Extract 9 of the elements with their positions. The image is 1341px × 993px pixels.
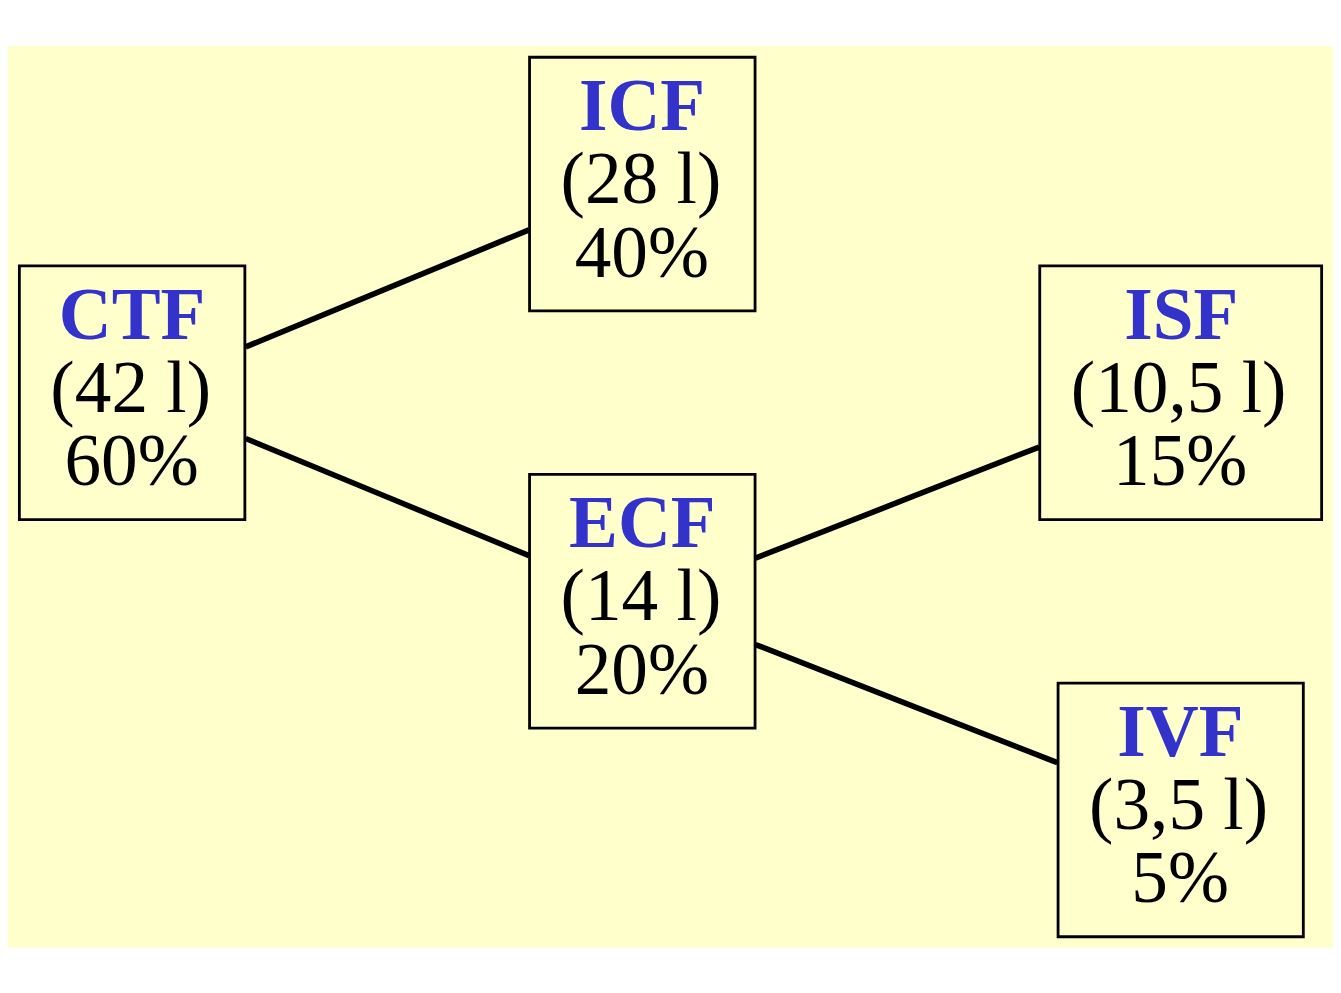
node-box: ECF (14 l) 20% [528, 472, 757, 730]
node-box: ICF (28 l) 40% [528, 55, 757, 312]
connector [244, 435, 531, 558]
node-box: ISF (10,5 l) 15% [1038, 263, 1324, 521]
node-box: CTF (42 l) 60% [17, 263, 247, 521]
connector [754, 443, 1041, 561]
connector [244, 226, 531, 350]
connector [754, 641, 1059, 765]
node-box: IVF (3,5 l) 5% [1056, 681, 1305, 938]
